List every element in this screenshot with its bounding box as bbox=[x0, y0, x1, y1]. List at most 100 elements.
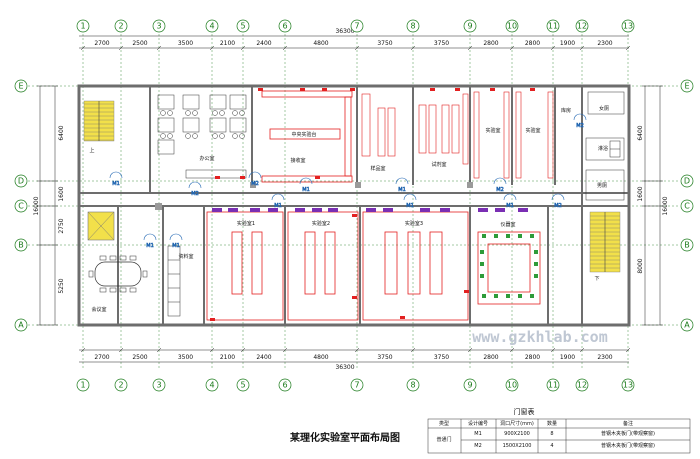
column-label-bottom: 11 bbox=[548, 381, 558, 390]
archive-shelves bbox=[167, 245, 181, 317]
column-bubble-bottom bbox=[205, 378, 219, 392]
instrument-unit bbox=[494, 294, 498, 298]
column-bubble-bottom bbox=[76, 378, 90, 392]
fume-hood bbox=[212, 208, 222, 212]
door-label: M1 bbox=[398, 187, 406, 193]
top-dim-label: 4800 bbox=[313, 40, 328, 47]
column-label-top: 1 bbox=[80, 22, 85, 31]
row-label-left: C bbox=[18, 202, 24, 211]
column-label-top: 2 bbox=[118, 22, 123, 31]
column-label-top: 6 bbox=[282, 22, 287, 31]
column-bubble-top bbox=[575, 19, 589, 33]
top-ticks bbox=[80, 45, 631, 51]
fume-hood bbox=[440, 208, 450, 212]
door-label: M1 bbox=[506, 203, 514, 209]
instrument-unit bbox=[494, 234, 498, 238]
column-label-bottom: 2 bbox=[118, 381, 123, 390]
room-archive: 资料室 bbox=[178, 253, 193, 260]
bottom-dim-label: 1900 bbox=[560, 354, 575, 361]
instrument-unit bbox=[534, 274, 538, 278]
row-label-right: E bbox=[684, 82, 689, 91]
door-label: M2 bbox=[251, 181, 259, 187]
room-wc-women: 女厕 bbox=[599, 105, 609, 112]
top-dim-label: 2100 bbox=[220, 40, 235, 47]
door-table bbox=[427, 418, 691, 454]
column-label-bottom: 10 bbox=[507, 381, 517, 390]
row-label-left: E bbox=[18, 82, 23, 91]
door-swing bbox=[493, 177, 501, 185]
dim-tick-top bbox=[509, 45, 515, 51]
row-bubble-right bbox=[680, 199, 694, 213]
tbl-r1-note: 普钢木夹板门(带观察窗) bbox=[601, 430, 655, 437]
fume-hood bbox=[383, 208, 393, 212]
tbl-h-size: 洞口尺寸(mm) bbox=[500, 420, 534, 427]
door-swing bbox=[401, 177, 409, 185]
column-bubble-bottom bbox=[350, 378, 364, 392]
dim-tick-bottom bbox=[240, 347, 246, 353]
bottom-dim-label: 3750 bbox=[377, 354, 392, 361]
room-office: 办公室 bbox=[199, 155, 214, 162]
door-label: M1 bbox=[302, 187, 310, 193]
tbl-r1-qty: 8 bbox=[550, 431, 553, 437]
office-chair bbox=[160, 110, 166, 116]
tbl-r2-code: M2 bbox=[474, 443, 482, 449]
door-label: M2 bbox=[576, 123, 584, 129]
total-width-bottom: 36300 bbox=[335, 364, 354, 371]
red-fixture bbox=[400, 316, 405, 319]
toilet-fixtures bbox=[585, 91, 625, 201]
fume-hood bbox=[478, 208, 488, 212]
desk bbox=[157, 139, 175, 155]
left-dim-2: 1600 bbox=[58, 186, 65, 201]
column-bubble-bottom bbox=[152, 378, 166, 392]
dim-tick-bottom bbox=[209, 347, 215, 353]
room-sample: 样品室 bbox=[370, 165, 385, 172]
column-bubble-bottom bbox=[278, 378, 292, 392]
dim-tick-bottom bbox=[467, 347, 473, 353]
office-chair bbox=[239, 133, 245, 139]
stair-left bbox=[83, 100, 115, 142]
door-label: M1 bbox=[172, 243, 180, 249]
room-reception: 接收室 bbox=[290, 157, 305, 164]
chair bbox=[119, 255, 127, 261]
instrument-unit bbox=[534, 250, 538, 254]
row-label-right: A bbox=[684, 321, 690, 330]
bottom-dim-label: 2800 bbox=[525, 354, 540, 361]
column-bubble-bottom bbox=[505, 378, 519, 392]
column-bubble-top bbox=[76, 19, 90, 33]
instrument-unit bbox=[518, 294, 522, 298]
office-chair bbox=[232, 133, 238, 139]
right-dim-3: 8000 bbox=[637, 258, 644, 273]
reception-benches bbox=[261, 90, 353, 183]
left-dim-4: 5250 bbox=[58, 278, 65, 293]
row-bubble-right bbox=[680, 79, 694, 93]
top-dim-label: 2400 bbox=[256, 40, 271, 47]
dim-tick-top bbox=[156, 45, 162, 51]
column-label-top: 7 bbox=[354, 22, 359, 31]
column-bubble-bottom bbox=[463, 378, 477, 392]
dim-tick-bottom bbox=[550, 347, 556, 353]
red-fixture bbox=[240, 176, 245, 179]
door-swing bbox=[277, 193, 285, 201]
chair bbox=[129, 255, 137, 261]
tbl-r1-code: M1 bbox=[474, 431, 482, 437]
column-label-bottom: 4 bbox=[209, 381, 214, 390]
column-bubble-top bbox=[205, 19, 219, 33]
tbl-h-code: 设计编号 bbox=[468, 420, 488, 427]
meeting-table bbox=[88, 255, 148, 293]
row-bubble-left bbox=[14, 238, 28, 252]
bottom-dim-label: 2800 bbox=[483, 354, 498, 361]
column-bubble-bottom bbox=[406, 378, 420, 392]
fume-hood bbox=[518, 208, 528, 212]
instrument-unit bbox=[480, 262, 484, 266]
column-label-top: 5 bbox=[240, 22, 245, 31]
left-dim-3: 2750 bbox=[58, 218, 65, 233]
bench-center: 中央实验台 bbox=[291, 131, 316, 138]
red-fixture bbox=[352, 214, 357, 217]
office-chair bbox=[212, 133, 218, 139]
column-bubble-top bbox=[350, 19, 364, 33]
fume-hood bbox=[495, 208, 505, 212]
column-bubble-top bbox=[621, 19, 635, 33]
door-swing bbox=[299, 177, 307, 185]
row-label-left: D bbox=[18, 177, 24, 186]
